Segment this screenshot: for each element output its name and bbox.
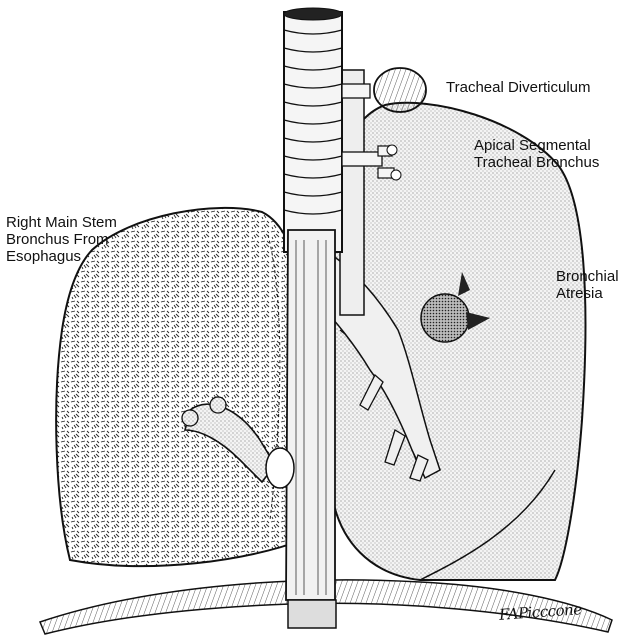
label-right-main-stem-bronchus: Right Main Stem Bronchus From Esophagus [6,214,117,265]
esophagus [340,70,364,315]
label-tracheal-diverticulum: Tracheal Diverticulum [446,79,591,96]
label-line: Esophagus [6,248,117,265]
label-line: Tracheal Diverticulum [446,79,591,96]
label-line: Apical Segmental [474,137,599,154]
trachea [284,8,342,252]
label-apical-segmental-bronchus: Apical Segmental Tracheal Bronchus [474,137,599,171]
label-line: Bronchial [556,268,619,285]
label-line: Bronchus From [6,231,117,248]
label-line: Tracheal Bronchus [474,154,599,171]
label-bronchial-atresia: Bronchial Atresia [556,268,619,302]
label-line: Right Main Stem [6,214,117,231]
label-line: Atresia [556,285,619,302]
